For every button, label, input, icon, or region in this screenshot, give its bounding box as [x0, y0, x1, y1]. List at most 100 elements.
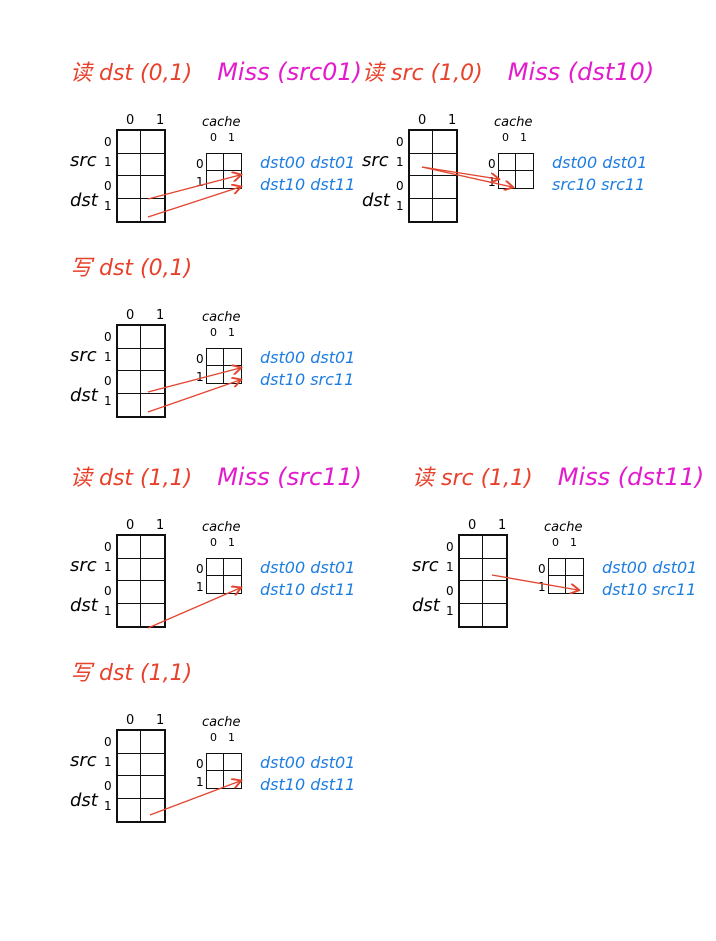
dst-row-index-0: 0 — [104, 779, 112, 793]
cache-col-index-1: 1 — [228, 326, 235, 339]
dst-row-index-0: 0 — [104, 374, 112, 388]
access-arrow-1 — [149, 781, 240, 816]
src-row-index-0: 0 — [104, 540, 112, 554]
operation-label: 写 dst (0,1) — [70, 256, 193, 281]
access-arrow-2 — [147, 187, 240, 218]
cache-grid — [206, 753, 242, 789]
matrix-col-index-1: 1 — [448, 113, 457, 128]
src-row-index-1: 1 — [104, 560, 112, 574]
src-row-index-0: 0 — [104, 330, 112, 344]
cache-line-1: dst10 src11 — [602, 580, 697, 599]
dst-label: dst — [70, 385, 98, 406]
dst-label: dst — [70, 790, 98, 811]
access-arrow-1 — [147, 588, 240, 629]
cache-label: cache — [544, 520, 583, 535]
matrix-col-index-0: 0 — [468, 518, 477, 533]
src-label: src — [70, 750, 97, 771]
cache-row-index-0: 0 — [196, 157, 204, 171]
src-label: src — [412, 555, 439, 576]
panel-title: 读 src (1,1) Miss (dst11) — [412, 460, 704, 492]
cache-grid — [206, 558, 242, 594]
matrix-col-index-0: 0 — [126, 518, 135, 533]
panel-title: 读 dst (0,1) Miss (src01) — [70, 55, 362, 87]
memory-matrix — [408, 129, 458, 223]
src-row-index-0: 0 — [104, 735, 112, 749]
access-arrows — [491, 574, 716, 650]
cache-label: cache — [494, 115, 533, 130]
panel-title: 写 dst (0,1) — [70, 250, 210, 282]
panel-title: 读 dst (1,1) Miss (src11) — [70, 460, 362, 492]
access-arrow-1 — [421, 166, 498, 179]
src-row-index-0: 0 — [446, 540, 454, 554]
dst-row-index-1: 1 — [446, 604, 454, 618]
cache-line-1: dst10 dst11 — [260, 580, 356, 599]
dst-row-index-0: 0 — [396, 179, 404, 193]
access-arrow-1 — [491, 574, 578, 590]
access-arrows — [147, 250, 400, 413]
cache-row-index-1: 1 — [196, 775, 204, 789]
miss-label: Miss (dst10) — [507, 58, 655, 86]
src-label: src — [70, 345, 97, 366]
access-arrows — [147, 460, 400, 629]
access-arrow-1 — [147, 368, 240, 393]
access-arrows — [421, 166, 692, 245]
cache-label: cache — [202, 115, 241, 130]
miss-label: Miss (src01) — [217, 58, 363, 86]
access-arrow-1 — [147, 175, 240, 200]
cache-row-index-0: 0 — [538, 562, 546, 576]
cache-col-index-1: 1 — [520, 131, 527, 144]
cache-col-index-0: 0 — [552, 536, 559, 549]
cache-row-index-1: 1 — [538, 580, 546, 594]
src-row-index-1: 1 — [446, 560, 454, 574]
diagram-panel-4: 读 dst (1,1) Miss (src11) 0 1 src dst 0 1… — [70, 460, 400, 650]
cache-line-0: dst00 dst01 — [260, 348, 356, 367]
cache-line-0: dst00 dst01 — [602, 558, 698, 577]
cache-row-index-1: 1 — [196, 370, 204, 384]
cache-col-index-0: 0 — [210, 731, 217, 744]
cache-row-index-1: 1 — [196, 175, 204, 189]
operation-label: 读 src (1,1) — [412, 466, 533, 491]
cache-col-index-1: 1 — [570, 536, 577, 549]
dst-row-index-0: 0 — [104, 179, 112, 193]
operation-label: 读 dst (1,1) — [70, 466, 193, 491]
operation-label: 写 dst (1,1) — [70, 661, 193, 686]
src-label: src — [70, 555, 97, 576]
src-row-index-1: 1 — [396, 155, 404, 169]
cache-col-index-1: 1 — [228, 131, 235, 144]
dst-row-index-1: 1 — [104, 604, 112, 618]
cache-line-1: dst10 src11 — [260, 370, 355, 389]
diagram-panel-5: 读 src (1,1) Miss (dst11) 0 1 src dst 0 1… — [412, 460, 716, 650]
matrix-col-index-0: 0 — [126, 308, 135, 323]
diagram-panel-3: 写 dst (0,1) 0 1 src dst 0 1 0 1 cache 0 … — [70, 250, 400, 440]
src-row-index-0: 0 — [104, 135, 112, 149]
dst-label: dst — [70, 190, 98, 211]
cache-col-index-1: 1 — [228, 536, 235, 549]
cache-col-index-0: 0 — [502, 131, 509, 144]
miss-label: Miss (dst11) — [557, 463, 705, 491]
matrix-col-index-1: 1 — [156, 713, 165, 728]
dst-row-index-1: 1 — [104, 199, 112, 213]
dst-label: dst — [412, 595, 440, 616]
memory-matrix — [458, 534, 508, 628]
dst-label: dst — [70, 595, 98, 616]
memory-matrix — [116, 129, 166, 223]
cache-label: cache — [202, 715, 241, 730]
cache-line-0: dst00 dst01 — [260, 153, 356, 172]
dst-row-index-1: 1 — [104, 799, 112, 813]
cache-line-0: dst00 dst01 — [552, 153, 648, 172]
cache-row-index-0: 0 — [196, 757, 204, 771]
cache-line-0: dst00 dst01 — [260, 558, 356, 577]
cache-row-index-0: 0 — [196, 352, 204, 366]
cache-row-index-0: 0 — [488, 157, 496, 171]
src-label: src — [70, 150, 97, 171]
memory-matrix — [116, 534, 166, 628]
dst-row-index-0: 0 — [446, 584, 454, 598]
cache-grid — [548, 558, 584, 594]
access-arrows — [149, 655, 400, 816]
diagram-panel-6: 写 dst (1,1) 0 1 src dst 0 1 0 1 cache 0 … — [70, 655, 400, 845]
access-arrow-2 — [147, 380, 240, 413]
diagram-panel-2: 读 src (1,0) Miss (dst10) 0 1 src dst 0 1… — [362, 55, 692, 245]
memory-matrix — [116, 324, 166, 418]
src-row-index-1: 1 — [104, 155, 112, 169]
operation-label: 读 src (1,0) — [362, 61, 483, 86]
